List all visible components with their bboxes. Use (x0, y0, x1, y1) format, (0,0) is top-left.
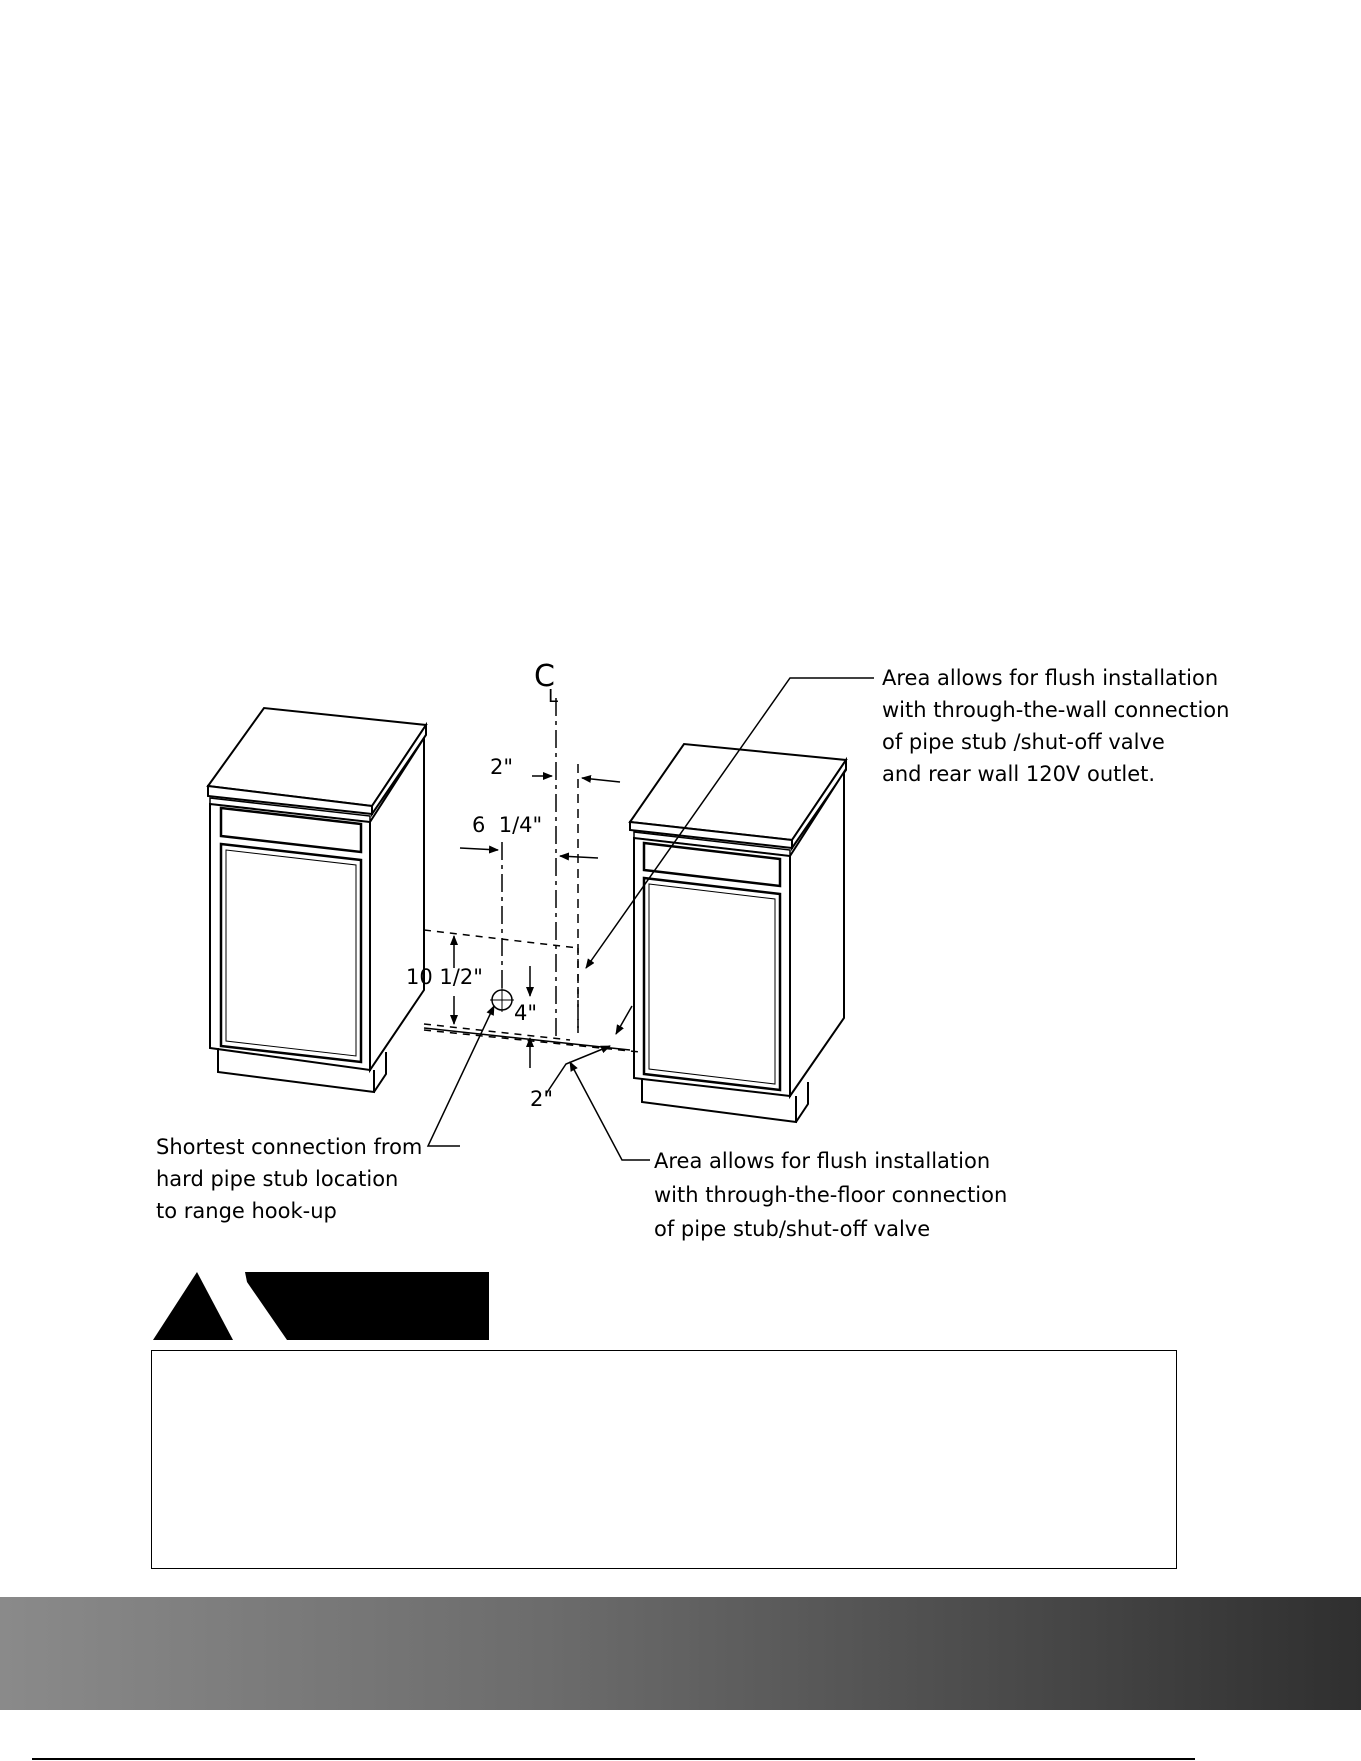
dim-2in-bottom-label: 2" (530, 1087, 553, 1111)
centerline-symbol: C (534, 659, 555, 694)
warning-box (151, 1350, 1177, 1569)
callout-shortest-line-3: to range hook-up (156, 1199, 337, 1223)
callout-wall-line-1: Area allows for flush installation (882, 666, 1218, 690)
centerline (501, 698, 557, 1040)
callout-shortest-line-2: hard pipe stub location (156, 1167, 398, 1191)
warning-triangle-icon (153, 1272, 233, 1340)
callout-wall-area: Area allows for flush installation with … (882, 666, 1229, 786)
footer-bar (0, 1597, 1361, 1710)
callout-floor-line-2: with through-the-floor connection (654, 1183, 1007, 1207)
callout-floor-line-3: of pipe stub/shut-off valve (654, 1217, 930, 1241)
leader-lines (426, 677, 874, 1161)
dim-2in-top (532, 772, 621, 783)
dim-6-1-4-label: 6 1/4" (472, 813, 542, 837)
callout-shortest: Shortest connection from hard pipe stub … (156, 1135, 422, 1223)
connection-area-outline (423, 929, 641, 1053)
callout-floor-area: Area allows for flush installation with … (654, 1149, 1007, 1241)
callout-wall-line-4: and rear wall 120V outlet. (882, 762, 1155, 786)
dim-4in-label: 4" (514, 1001, 537, 1025)
callout-wall-line-3: of pipe stub /shut-off valve (882, 730, 1165, 754)
callout-shortest-line-1: Shortest connection from (156, 1135, 422, 1159)
dim-6-1-4 (459, 845, 599, 861)
dim-2in-top-label: 2" (490, 755, 513, 779)
floor-line (423, 1027, 631, 1051)
left-cabinet (206, 706, 428, 1094)
right-cabinet (628, 742, 848, 1124)
centerline-symbol-l: L (548, 686, 558, 707)
dim-2in-bottom (545, 1005, 633, 1095)
warning-header (153, 1272, 489, 1340)
footer-rule (32, 1758, 1195, 1760)
callout-wall-line-2: with through-the-wall connection (882, 698, 1229, 722)
dim-10-1-2-label: 10 1/2" (406, 965, 483, 989)
callout-floor-line-1: Area allows for flush installation (654, 1149, 990, 1173)
